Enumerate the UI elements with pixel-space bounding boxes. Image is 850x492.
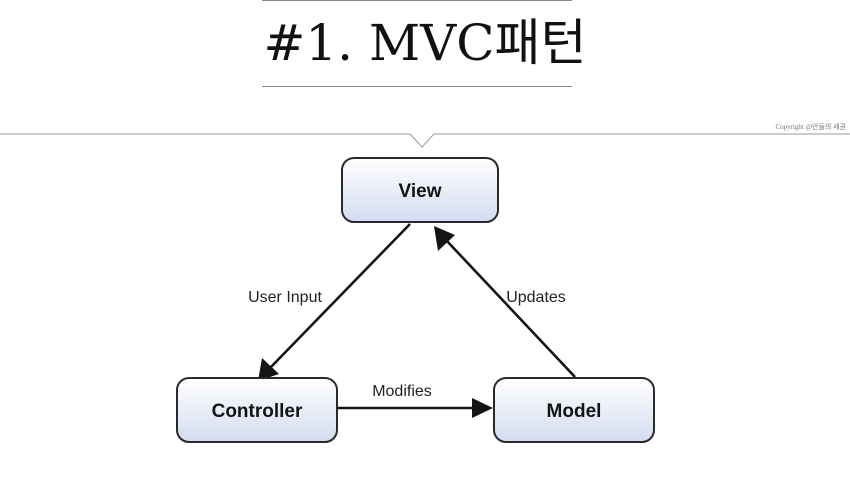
title-top-rule bbox=[262, 0, 572, 1]
edge-label-updates: Updates bbox=[506, 289, 566, 306]
edge-model-to-view bbox=[434, 226, 576, 378]
section-divider bbox=[0, 133, 850, 148]
node-controller-label: Controller bbox=[212, 401, 303, 422]
title-bottom-rule bbox=[262, 86, 572, 87]
edge-label-modifies: Modifies bbox=[372, 383, 432, 400]
node-model: Model bbox=[493, 377, 655, 443]
arrowhead-icon bbox=[472, 398, 493, 418]
edge-controller-to-model bbox=[338, 398, 493, 418]
node-view: View bbox=[341, 157, 499, 223]
node-model-label: Model bbox=[547, 401, 602, 422]
arrowhead-icon bbox=[258, 358, 279, 381]
edge-view-to-controller bbox=[258, 223, 411, 381]
node-view-label: View bbox=[399, 181, 442, 202]
copyright-notice: Copyright @안들의 세권 bbox=[775, 123, 846, 131]
edge-label-user-input: User Input bbox=[248, 289, 322, 306]
page-title: #1. MVC패턴 bbox=[263, 14, 587, 72]
arrowhead-icon bbox=[434, 226, 455, 251]
node-controller: Controller bbox=[176, 377, 338, 443]
